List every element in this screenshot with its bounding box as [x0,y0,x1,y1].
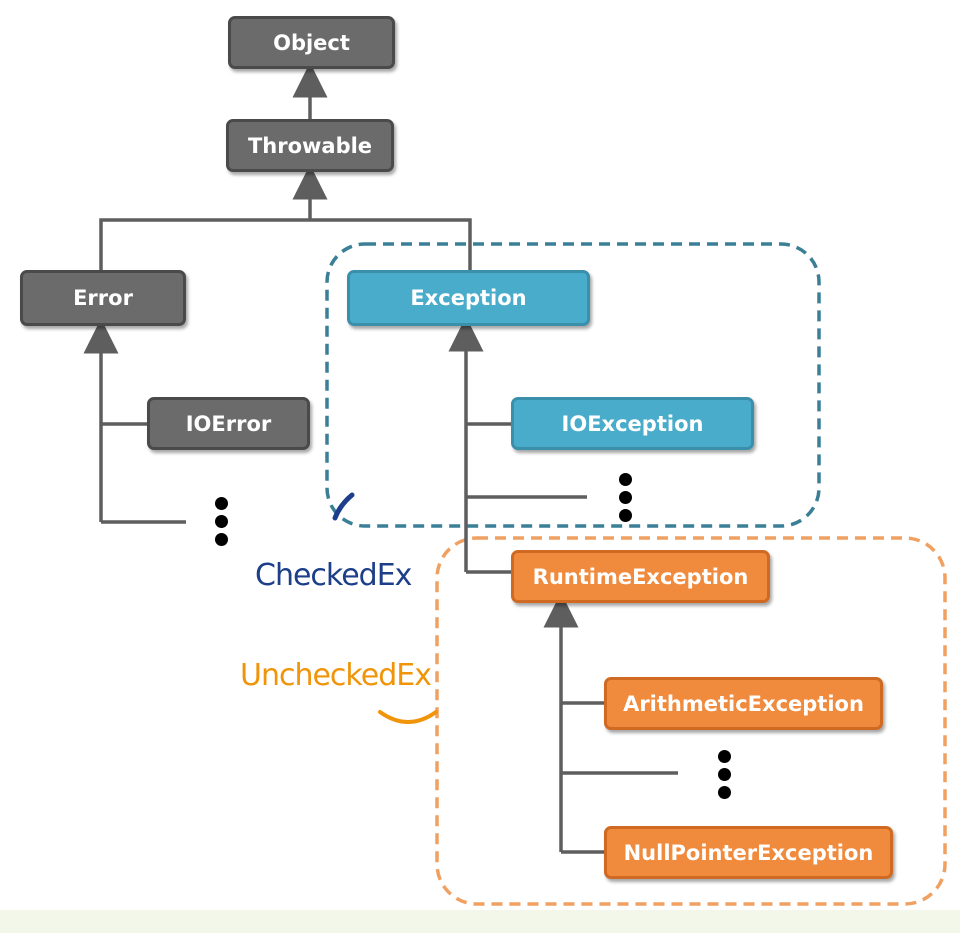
error-branch-line [99,218,472,270]
throwable-node: Throwable [226,119,394,172]
runtime-exception-node: RuntimeException [511,550,770,603]
arithmetic-exception-node: ArithmeticException [604,677,883,730]
unchecked-exception-label: UncheckedEx [240,658,432,693]
checked-exception-label: CheckedEx [255,558,412,593]
runtime-ellipsis [718,750,732,804]
unchecked-exception-group [435,536,947,906]
ioerror-node: IOError [147,397,310,450]
footer-strip [0,910,960,933]
ioexception-node: IOException [511,397,754,450]
exception-ellipsis [619,473,633,527]
exception-node: Exception [347,270,590,326]
error-node: Error [20,270,186,326]
nullpointer-exception-node: NullPointerException [604,826,893,879]
checked-exception-group [325,242,821,528]
unchecked-pointer-stroke [378,710,438,724]
object-node: Object [228,16,395,69]
checked-pointer-stroke [332,492,355,521]
error-ellipsis [215,497,229,551]
